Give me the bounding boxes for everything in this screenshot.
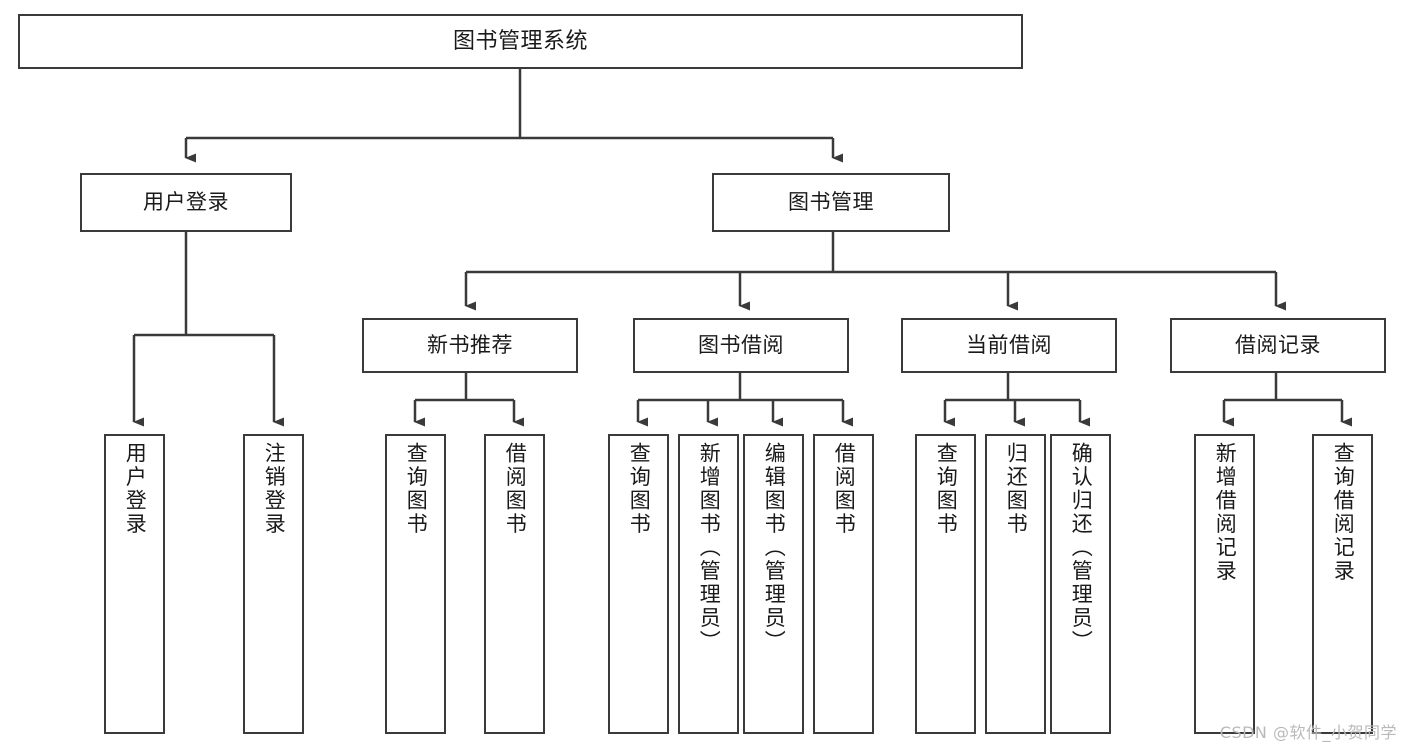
node-label: 新增图书（管理员） [697,442,722,654]
node-label: 编辑图书（管理员） [762,442,787,654]
node-label: 用户登录 [123,442,148,536]
node-label: 新增借阅记录 [1213,442,1238,583]
node-label: 图书管理系统 [452,28,588,54]
node-root-book-management-system[interactable]: 图书管理系统 [18,14,1023,69]
node-book-borrow[interactable]: 图书借阅 [633,318,849,373]
node-label: 借阅图书 [832,442,857,536]
node-label: 归还图书 [1004,442,1029,536]
node-label: 查询图书 [627,442,652,536]
node-book-management[interactable]: 图书管理 [712,173,950,232]
leaf-book-borrow-add[interactable]: 新增图书（管理员） [678,434,739,734]
leaf-current-borrow-return[interactable]: 归还图书 [985,434,1046,734]
node-label: 当前借阅 [966,333,1052,358]
leaf-user-login-signin[interactable]: 用户登录 [104,434,165,734]
node-label: 查询图书 [404,442,429,536]
node-label: 新书推荐 [427,333,513,358]
leaf-current-borrow-query[interactable]: 查询图书 [915,434,976,734]
leaf-records-query[interactable]: 查询借阅记录 [1312,434,1373,734]
node-label: 查询借阅记录 [1331,442,1356,583]
node-user-login[interactable]: 用户登录 [80,173,292,232]
leaf-book-borrow-edit[interactable]: 编辑图书（管理员） [743,434,804,734]
node-label: 确认归还（管理员） [1069,442,1094,654]
node-borrow-records[interactable]: 借阅记录 [1170,318,1386,373]
node-current-borrow[interactable]: 当前借阅 [901,318,1117,373]
node-label: 用户登录 [143,190,229,215]
node-label: 查询图书 [934,442,959,536]
leaf-book-borrow-query[interactable]: 查询图书 [608,434,669,734]
node-label: 图书借阅 [698,333,784,358]
leaf-new-book-borrow[interactable]: 借阅图书 [484,434,545,734]
leaf-records-add[interactable]: 新增借阅记录 [1194,434,1255,734]
node-label: 借阅记录 [1235,333,1321,358]
node-new-book-recommend[interactable]: 新书推荐 [362,318,578,373]
leaf-book-borrow-borrow[interactable]: 借阅图书 [813,434,874,734]
leaf-new-book-query[interactable]: 查询图书 [385,434,446,734]
leaf-user-login-signout[interactable]: 注销登录 [243,434,304,734]
leaf-current-borrow-confirm-return[interactable]: 确认归还（管理员） [1050,434,1111,734]
node-label: 图书管理 [788,190,874,215]
node-label: 借阅图书 [503,442,528,536]
node-label: 注销登录 [262,442,287,536]
